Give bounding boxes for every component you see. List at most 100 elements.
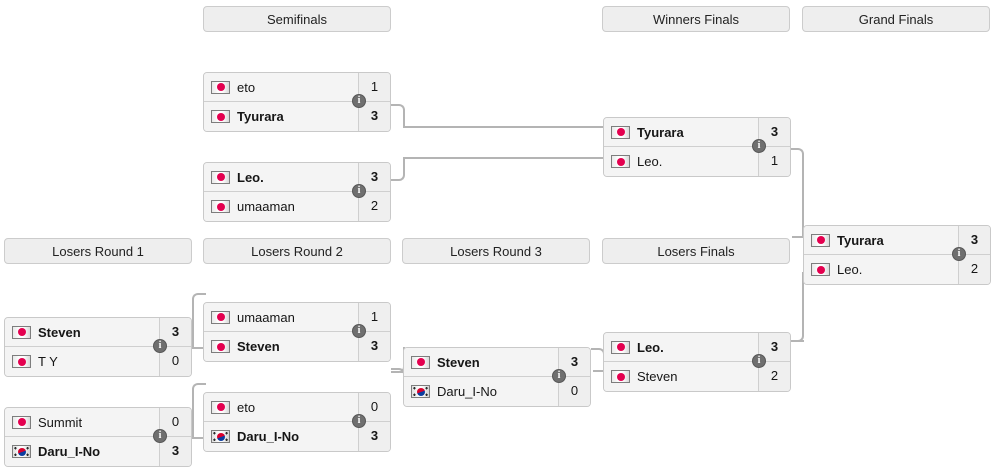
flag-jp-icon (611, 340, 630, 354)
flag-jp-icon (811, 233, 830, 247)
player-name: Steven (237, 339, 280, 354)
opponent-top: Summit (5, 415, 159, 430)
round-header-semifinals[interactable]: Semifinals (203, 6, 391, 32)
opponent-top: eto (204, 80, 358, 95)
match-winners-finals[interactable]: Tyurara 3 Leo. 1 i (603, 117, 791, 177)
opponent-bottom: Leo. (804, 262, 958, 277)
match-info-icon[interactable]: i (153, 339, 167, 353)
match-grand-finals[interactable]: Tyurara 3 Leo. 2 i (803, 225, 991, 285)
match-losers-round-2-1[interactable]: umaaman 1 Steven 3 i (203, 302, 391, 362)
match-row-top[interactable]: Leo. 3 (604, 333, 790, 362)
score-bottom: 3 (358, 102, 390, 131)
flag-jp-icon (811, 263, 830, 276)
score-bottom: 2 (958, 255, 990, 284)
match-info-icon[interactable]: i (352, 414, 366, 428)
connector-lf-to-gf (790, 272, 804, 342)
player-name: Summit (38, 414, 83, 430)
connector-lr3-lf-horizontal (593, 370, 605, 372)
connector-lr1m2-elbow (192, 383, 206, 439)
flag-kr-icon (211, 430, 230, 443)
player-name: T Y (38, 354, 58, 369)
flag-jp-icon (611, 125, 630, 139)
player-name: Steven (437, 354, 480, 370)
opponent-bottom: Steven (604, 369, 758, 384)
opponent-bottom: Daru_I-No (204, 429, 358, 444)
opponent-bottom: Tyurara (204, 109, 358, 124)
flag-jp-icon (211, 340, 230, 353)
match-info-icon[interactable]: i (952, 247, 966, 261)
match-losers-round-1-2[interactable]: Summit 0 Daru_I-No 3 i (4, 407, 192, 467)
match-row-top[interactable]: umaaman 1 (204, 303, 390, 332)
round-header-winners-finals[interactable]: Winners Finals (602, 6, 790, 32)
match-row-top[interactable]: Steven 3 (404, 348, 590, 377)
match-losers-round-3[interactable]: Steven 3 Daru_I-No 0 i (403, 347, 591, 407)
player-name: umaaman (237, 199, 295, 214)
player-name: Daru_I-No (38, 444, 101, 459)
flag-jp-icon (211, 110, 230, 123)
score-bottom: 3 (358, 422, 390, 451)
match-info-icon[interactable]: i (352, 94, 366, 108)
flag-jp-icon (12, 325, 31, 339)
flag-jp-icon (211, 200, 230, 213)
flag-jp-icon (12, 415, 31, 429)
score-bottom: 0 (558, 377, 590, 406)
player-name: Leo. (637, 154, 663, 169)
player-name: Tyurara (237, 109, 284, 124)
player-name: eto (237, 399, 256, 415)
round-header-grand-finals[interactable]: Grand Finals (802, 6, 990, 32)
connector-wf-to-gf (790, 148, 804, 238)
flag-kr-icon (411, 385, 430, 398)
opponent-top: umaaman (204, 310, 358, 325)
match-info-icon[interactable]: i (352, 184, 366, 198)
match-info-icon[interactable]: i (552, 369, 566, 383)
player-name: umaaman (237, 309, 295, 325)
opponent-bottom: T Y (5, 354, 159, 369)
player-name: eto (237, 79, 256, 95)
match-info-icon[interactable]: i (752, 354, 766, 368)
opponent-bottom: Leo. (604, 154, 758, 169)
score-top: 3 (159, 318, 191, 346)
opponent-top: Steven (5, 325, 159, 340)
connector-lr1m1-elbow (192, 293, 206, 349)
connector-sf1-to-wf (391, 104, 405, 128)
flag-jp-icon (211, 80, 230, 94)
match-semifinal-2[interactable]: Leo. 3 umaaman 2 i (203, 162, 391, 222)
match-row-bottom[interactable]: Steven 3 (204, 332, 390, 361)
match-row-bottom[interactable]: Daru_I-No 0 (404, 377, 590, 406)
round-header-losers-round-3[interactable]: Losers Round 3 (402, 238, 590, 264)
match-info-icon[interactable]: i (752, 139, 766, 153)
opponent-top: Leo. (204, 170, 358, 185)
opponent-top: Tyurara (804, 233, 958, 248)
match-info-icon[interactable]: i (153, 429, 167, 443)
round-header-losers-round-1[interactable]: Losers Round 1 (4, 238, 192, 264)
connector-sf1-wf-horizontal (403, 126, 603, 128)
player-name: Leo. (837, 262, 863, 277)
match-row-top[interactable]: Tyurara 3 (604, 118, 790, 147)
player-name: Leo. (637, 339, 664, 355)
connector-lr1m2-horizontal (192, 437, 206, 439)
connector-sf2-wf-horizontal (403, 157, 603, 159)
player-name: Steven (38, 324, 81, 340)
flag-jp-icon (211, 400, 230, 414)
flag-jp-icon (211, 170, 230, 184)
player-name: Steven (637, 369, 678, 384)
opponent-bottom: Daru_I-No (404, 384, 558, 399)
flag-jp-icon (411, 355, 430, 369)
score-bottom: 2 (758, 362, 790, 391)
match-losers-round-2-2[interactable]: eto 0 Daru_I-No 3 i (203, 392, 391, 452)
score-bottom: 3 (358, 332, 390, 361)
match-losers-round-1-1[interactable]: Steven 3 T Y 0 i (4, 317, 192, 377)
connector-sf2-to-wf (391, 157, 405, 181)
opponent-bottom: umaaman (204, 199, 358, 214)
match-semifinal-1[interactable]: eto 1 Tyurara 3 i (203, 72, 391, 132)
flag-jp-icon (611, 370, 630, 383)
score-bottom: 0 (159, 347, 191, 376)
round-header-losers-finals[interactable]: Losers Finals (602, 238, 790, 264)
round-header-losers-round-2[interactable]: Losers Round 2 (203, 238, 391, 264)
player-name: Tyurara (637, 124, 684, 140)
match-losers-finals[interactable]: Leo. 3 Steven 2 i (603, 332, 791, 392)
flag-jp-icon (211, 310, 230, 324)
opponent-top: Steven (404, 355, 558, 370)
match-info-icon[interactable]: i (352, 324, 366, 338)
